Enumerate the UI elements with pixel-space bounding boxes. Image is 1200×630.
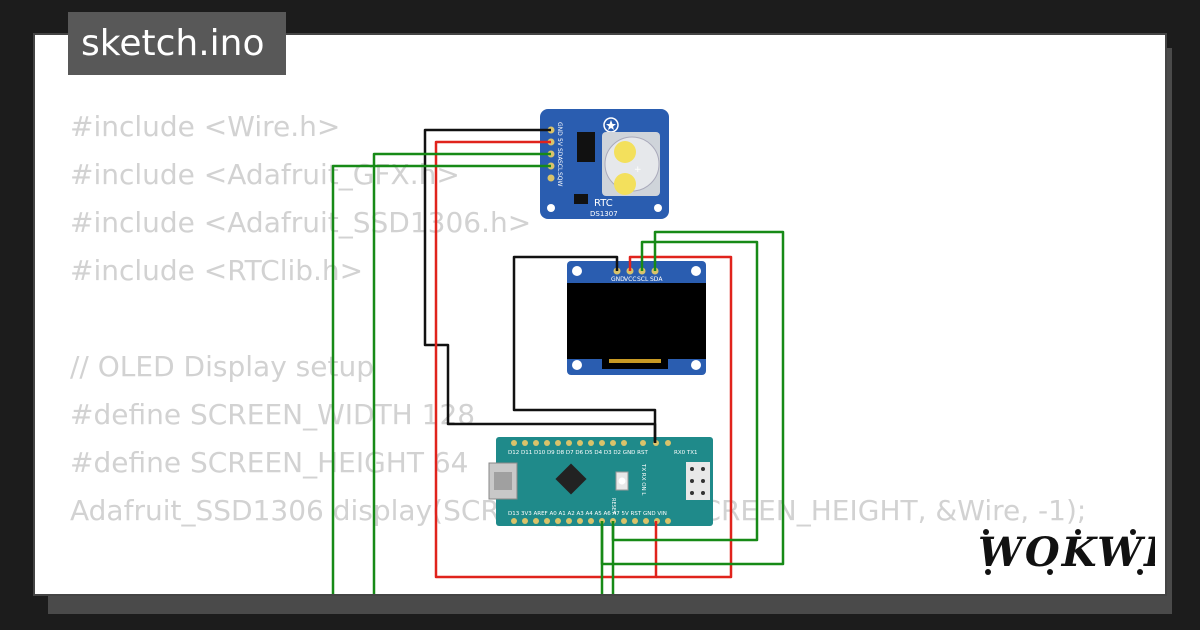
wire-5v-rtc [434, 140, 658, 579]
filename-tab: sketch.ino [68, 12, 286, 75]
nano-led-labels: TX RX ON L [640, 463, 646, 496]
rtc-pin-sqw: SQW [556, 172, 563, 187]
wokwi-logo-text: WOKWI [978, 529, 1155, 576]
code-line: // OLED Display setup [70, 350, 374, 383]
wires [331, 128, 785, 594]
wire-5v-oled [628, 255, 733, 579]
nano-rx-tx-label: RX0 TX1 [674, 450, 697, 456]
rtc-chip-label: DS1307 [590, 210, 618, 218]
code-preview: #include <Wire.h>#include <Adafruit_GFX.… [70, 103, 1086, 594]
wire-scl-rtc [331, 164, 551, 594]
oled-module[interactable]: GND VCC SCL SDA [567, 261, 706, 375]
oled-pin-vcc: VCC [624, 276, 636, 283]
rtc-label: RTC [594, 198, 613, 209]
oled-pin-sda: SDA [650, 276, 663, 283]
wire-sda-rtc [372, 152, 551, 594]
wire-gnd-oled [512, 255, 657, 443]
code-line: // RTC [70, 583, 1086, 594]
code-line: #include <Wire.h> [70, 110, 341, 143]
coin-battery-icon: + [602, 132, 660, 196]
code-line: #define SCREEN_HEIGHT 64 [70, 446, 469, 479]
code-line: #define SCREEN_WIDTH 128 [70, 398, 476, 431]
code-line: #include <Adafruit_SSD1306.h> [70, 206, 532, 239]
rtc-pin-sda: SDA [556, 148, 563, 161]
reset-label: RESET [610, 498, 616, 515]
oled-pin-gnd: GND [611, 276, 625, 283]
code-line: #include <RTClib.h> [70, 254, 364, 287]
nano-top-pin-labels: D12 D11 D10 D9 D8 D7 D6 D5 D4 D3 D2 GND … [508, 450, 648, 456]
mcu-chip-icon [555, 463, 587, 495]
rtc-module[interactable]: + RTC DS1307 GND 5V SDA SCL SQW [540, 109, 669, 219]
wokwi-logo: WOKWI [978, 529, 1155, 576]
rtc-pin-gnd: GND [556, 122, 563, 136]
preview-card: #include <Wire.h>#include <Adafruit_GFX.… [33, 33, 1167, 596]
nano-bottom-pin-labels: D13 3V3 AREF A0 A1 A2 A3 A4 A5 A6 A7 5V … [508, 511, 667, 517]
arduino-nano[interactable]: D12 D11 D10 D9 D8 D7 D6 D5 D4 D3 D2 GND … [488, 437, 713, 526]
oled-pin-scl: SCL [637, 276, 649, 283]
svg-text:+: + [634, 165, 642, 175]
rtc-pin-5v: 5V [556, 138, 563, 147]
rtc-pin-scl: SCL [556, 160, 563, 172]
usb-port-icon [488, 462, 518, 500]
circuit-diagram: + RTC DS1307 GND 5V SDA SCL SQW [331, 109, 785, 594]
oled-screen [567, 283, 706, 359]
